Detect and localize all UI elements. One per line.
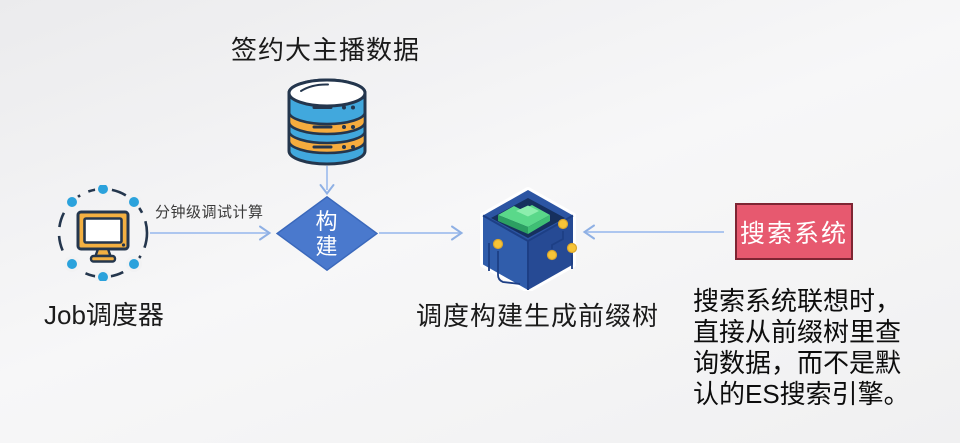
edge-build-to-tree-arrowhead-icon: [451, 225, 464, 241]
page-title: 签约大主播数据: [231, 35, 421, 65]
diamond-shape: [275, 195, 379, 272]
cube-data-icon: [480, 187, 578, 291]
note-line: 询数据，而不是默: [693, 348, 902, 378]
green-data-folders: [498, 205, 550, 234]
prefix-tree-node-label: 调度构建生成前缀树: [416, 301, 660, 331]
note-line: 直接从前缀树里查: [693, 317, 902, 347]
database-tier-dots: [342, 105, 355, 149]
dashed-circle: [57, 187, 149, 279]
note-line: 认的ES搜索引擎。: [693, 379, 910, 409]
search-system-node: 搜索系统: [735, 203, 853, 260]
edge-scheduler-to-build-label: 分钟级调试计算: [155, 204, 264, 221]
network-dots: [64, 185, 142, 281]
build-diamond-label: 构 建: [315, 208, 339, 259]
scheduler-node-label: Job调度器: [44, 300, 164, 330]
database-band: [287, 130, 367, 155]
edge-database-to-build-arrowhead-icon: [319, 184, 335, 196]
computer-network-icon: [57, 185, 149, 281]
search-system-label: 搜索系统: [739, 219, 848, 248]
database-icon: [287, 78, 367, 166]
edge-search-to-tree-arrowhead-icon: [582, 224, 595, 240]
note-text: 搜索系统联想时， 直接从前缀树里查 询数据，而不是默 认的ES搜索引擎。: [693, 286, 913, 410]
edge-scheduler-to-build-arrowhead-icon: [259, 225, 272, 241]
cube-node-dots: [492, 218, 578, 261]
database-tier-details: [312, 106, 333, 149]
database-band: [287, 111, 367, 136]
monitor-icon: [76, 210, 130, 263]
build-diamond-node: 构 建: [275, 195, 379, 272]
note-line: 搜索系统联想时，: [693, 286, 902, 316]
cube-circuit-lines: [488, 231, 573, 285]
